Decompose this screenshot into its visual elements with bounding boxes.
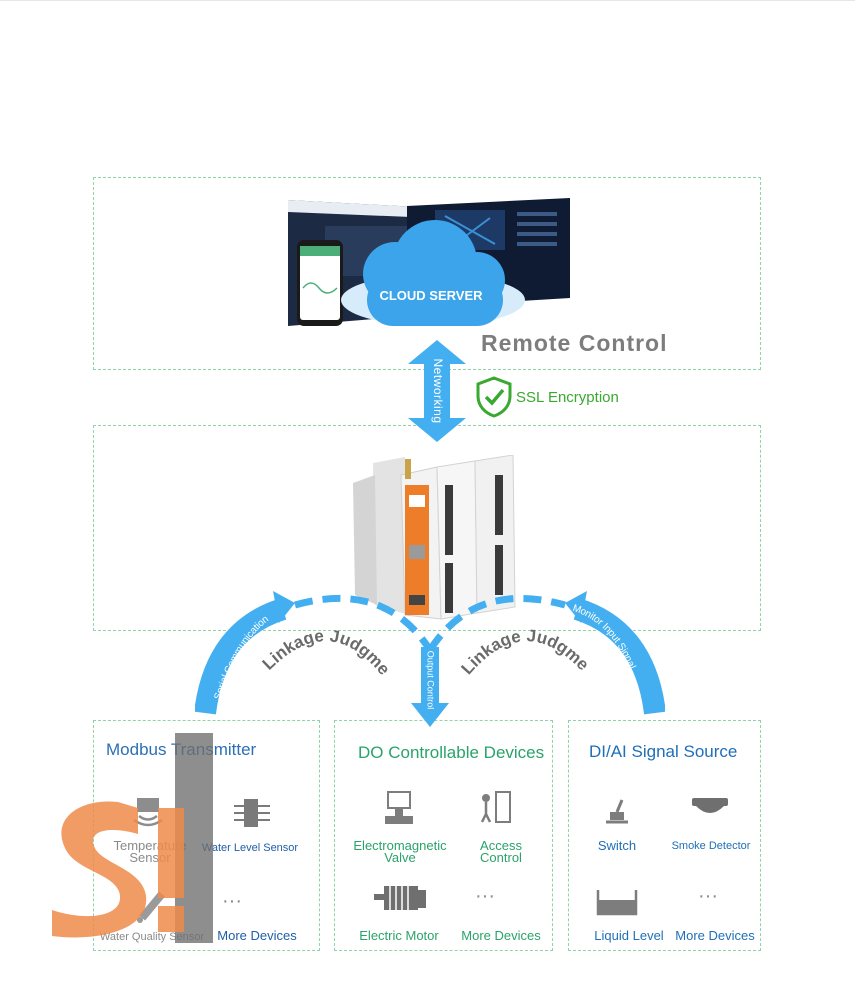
cloud-icon <box>341 220 525 326</box>
electric-motor-label: Electric Motor <box>359 928 439 943</box>
ssl-encryption-label: SSL Encryption <box>516 389 619 406</box>
modbus-more-devices: More Devices <box>217 928 297 943</box>
switch-label: Switch <box>597 838 637 853</box>
cloud-server-label: CLOUD SERVER <box>379 288 483 303</box>
electromagnetic-valve-label: Electromagnetic Valve <box>353 838 447 865</box>
top-divider <box>0 0 855 1</box>
networking-label: Networking <box>431 358 445 423</box>
switch-icon <box>606 799 628 824</box>
liquid-level-icon <box>596 890 638 916</box>
output-control-label: Output Control <box>426 651 436 710</box>
di-ai-panel <box>568 720 761 951</box>
access-control-label: Access Control <box>480 838 522 865</box>
smoke-detector-icon <box>692 798 728 813</box>
water-level-sensor-icon <box>234 799 270 827</box>
liquid-level-label: Liquid Level <box>594 928 664 943</box>
cloud-illustration: CLOUD SERVER <box>288 198 570 326</box>
gateway-device <box>353 455 516 620</box>
do-devices-panel <box>334 720 553 951</box>
di-more-devices: More Devices <box>675 928 755 943</box>
smoke-detector-label: Smoke Detector <box>671 840 751 852</box>
networking-arrow: Networking <box>408 340 466 442</box>
do-devices-title: DO Controllable Devices <box>358 743 545 762</box>
more-icon: ··· <box>475 885 495 907</box>
access-control-icon <box>480 791 511 823</box>
di-ai-title: DI/AI Signal Source <box>589 742 738 761</box>
watermark-logo <box>52 801 184 938</box>
shield-check-icon <box>476 376 512 418</box>
do-more-devices: More Devices <box>461 928 541 943</box>
water-level-sensor-label: Water Level Sensor <box>201 842 299 854</box>
solenoid-valve-icon <box>385 791 413 824</box>
linkage-arcs: Serial Communication Monitor Input Signa… <box>195 585 665 727</box>
more-icon: ··· <box>222 890 242 912</box>
electric-motor-icon <box>374 886 426 910</box>
remote-control-label: Remote Control <box>481 330 668 356</box>
more-icon: ··· <box>698 885 718 907</box>
